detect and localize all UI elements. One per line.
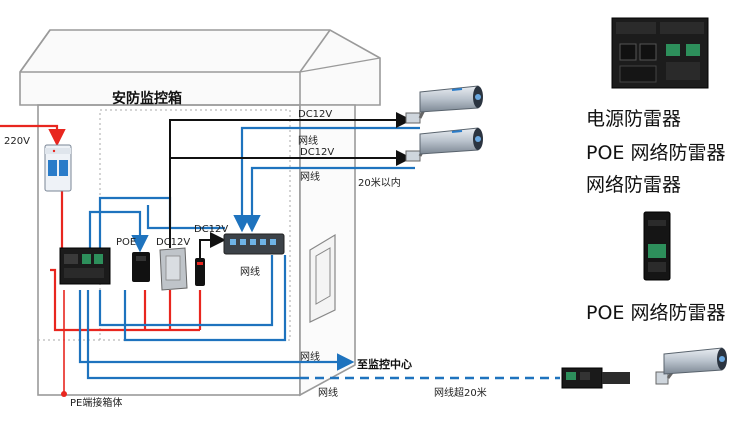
circuit-breaker-icon — [44, 144, 72, 192]
label-to-center: 至监控中心 — [357, 357, 412, 371]
label-220v: 220V — [4, 136, 30, 147]
dc-plug-icon — [195, 258, 205, 286]
camera-1-icon — [405, 85, 483, 124]
label-net-long: 网线 — [318, 386, 338, 399]
camera-3-icon — [655, 347, 727, 385]
network-wiring — [78, 126, 420, 380]
legend-net-spd: 网络防雷器 — [586, 174, 682, 196]
legend-poe-net-spd-2: POE 网络防雷器 — [586, 302, 726, 324]
power-wiring — [0, 124, 202, 332]
label-distance-20m: 20米以内 — [358, 176, 401, 189]
dc-wiring — [169, 112, 412, 258]
camera-2-icon — [405, 127, 483, 162]
label-dc12v-cam1: DC12V — [298, 109, 332, 120]
label-dc12v-switch: DC12V — [194, 224, 228, 235]
power-surge-protector-icon — [59, 247, 111, 285]
label-net-over-20m: 网线超20米 — [434, 386, 487, 399]
label-net-bottom: 网线 — [300, 350, 320, 363]
network-switch-icon — [223, 233, 285, 255]
label-net-cam2: 网线 — [300, 170, 320, 183]
label-poe: POE — [116, 237, 136, 248]
label-pe: PE端接箱体 — [70, 396, 122, 409]
cabinet-title: 安防监控箱 — [112, 90, 182, 107]
cabinet — [19, 29, 381, 397]
pe-ground — [61, 290, 67, 397]
poe-network-surge-protector-product-icon — [643, 211, 671, 281]
power-surge-protector-product-icon — [611, 17, 709, 89]
label-dc12v-cam2: DC12V — [300, 147, 334, 158]
outdoor-network-surge-protector-icon — [561, 367, 630, 389]
door-handle-icon — [309, 233, 336, 323]
dc-power-adapter-icon — [159, 247, 188, 291]
poe-injector-icon — [132, 252, 150, 282]
label-net-switch: 网线 — [240, 265, 260, 278]
legend-power-spd: 电源防雷器 — [586, 108, 682, 130]
label-dc12v-adapter: DC12V — [156, 237, 190, 248]
label-net-cam1: 网线 — [298, 134, 318, 147]
legend-poe-net-spd: POE 网络防雷器 — [586, 142, 726, 164]
